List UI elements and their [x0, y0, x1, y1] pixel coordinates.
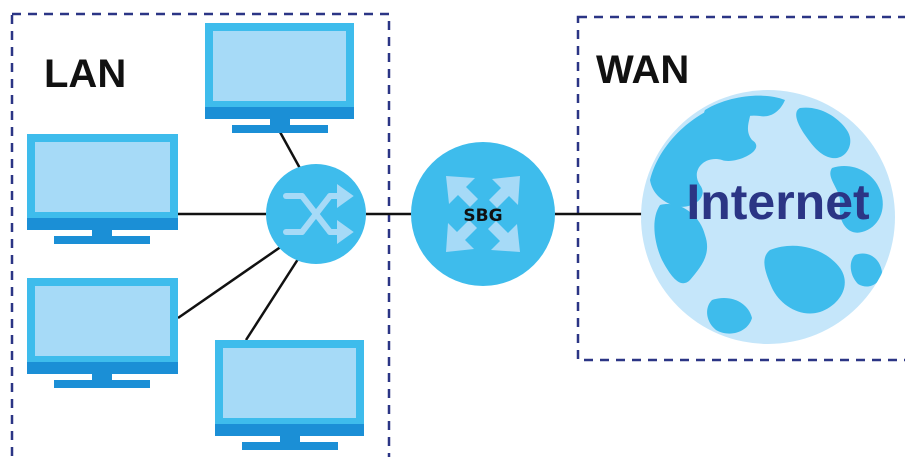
link-computer-top-switch: [278, 131, 304, 173]
router-sbg: SBG: [411, 142, 555, 286]
wan-zone-label: WAN: [596, 48, 689, 92]
link-computer-lower-left-switch: [177, 244, 283, 320]
link-computer-bottom-switch: [244, 255, 302, 341]
monitor-neck: [92, 230, 112, 236]
monitor-bezel: [215, 424, 364, 436]
monitor-bezel: [205, 107, 354, 119]
computer-upper-left: [27, 134, 178, 244]
globe-continents: [650, 95, 883, 334]
internet-label: Internet: [686, 174, 870, 230]
monitor-base: [232, 125, 328, 133]
computer-lower-left: [27, 278, 178, 388]
computer-top: [205, 23, 354, 133]
router-label: SBG: [463, 206, 502, 226]
monitor-screen: [213, 31, 346, 101]
router-arrows-icon: [446, 176, 520, 252]
switch: [266, 164, 366, 264]
wan-zone-boundary: [576, 15, 905, 362]
internet-globe: Internet: [641, 90, 895, 344]
lan-zone-boundary: [10, 12, 391, 457]
network-links: [177, 131, 645, 341]
monitor-base: [54, 380, 150, 388]
monitor-base: [242, 442, 338, 450]
monitor-screen: [223, 348, 356, 418]
monitor-screen: [35, 142, 170, 212]
monitor-bezel: [27, 218, 178, 230]
switch-arrows-icon: [283, 184, 354, 244]
monitor-bezel: [27, 362, 178, 374]
monitor-base: [54, 236, 150, 244]
monitor-screen: [35, 286, 170, 356]
monitor-neck: [92, 374, 112, 380]
computer-bottom: [215, 340, 364, 450]
monitor-neck: [280, 436, 300, 442]
monitor-neck: [270, 119, 290, 125]
lan-zone-label: LAN: [44, 52, 126, 96]
